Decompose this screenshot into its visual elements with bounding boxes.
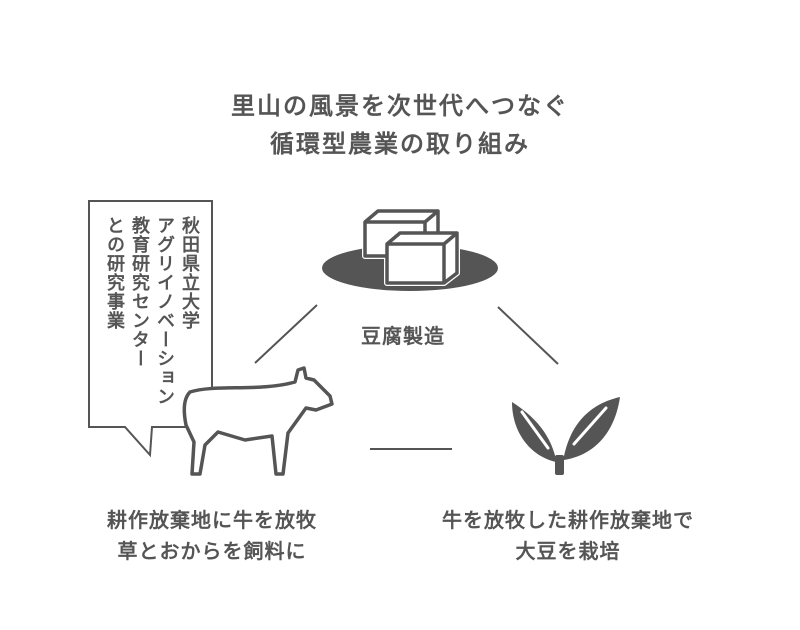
soy-label-line-1: 牛を放牧した耕作放棄地で (442, 508, 694, 532)
cattle-label-line-1: 耕作放棄地に牛を放牧 (107, 508, 317, 532)
tofu-icon (322, 208, 498, 291)
soy-label-line-2: 大豆を栽培 (515, 539, 621, 563)
callout-line: 秋田県立大学 (179, 216, 200, 330)
callout-text: 秋田県立大学 アグリイノベーション 教育研究センター との研究事業 (102, 216, 202, 426)
callout-line: アグリイノベーション (154, 216, 175, 406)
callout-line: との研究事業 (104, 216, 125, 330)
sprout-icon (512, 397, 620, 475)
title-line-1: 里山の風景を次世代へつなぐ (231, 92, 569, 120)
connector-tofu-cattle (254, 304, 318, 364)
cow-icon (182, 366, 334, 476)
connector-lines (254, 304, 559, 450)
connector-tofu-soy (497, 306, 559, 365)
callout-line: 教育研究センター (129, 216, 150, 368)
tofu-label: 豆腐製造 (361, 324, 445, 348)
title-line-2: 循環型農業の取り組み (270, 130, 530, 158)
cattle-label-line-2: 草とおからを飼料に (117, 539, 307, 563)
callout-bubble (88, 200, 213, 458)
